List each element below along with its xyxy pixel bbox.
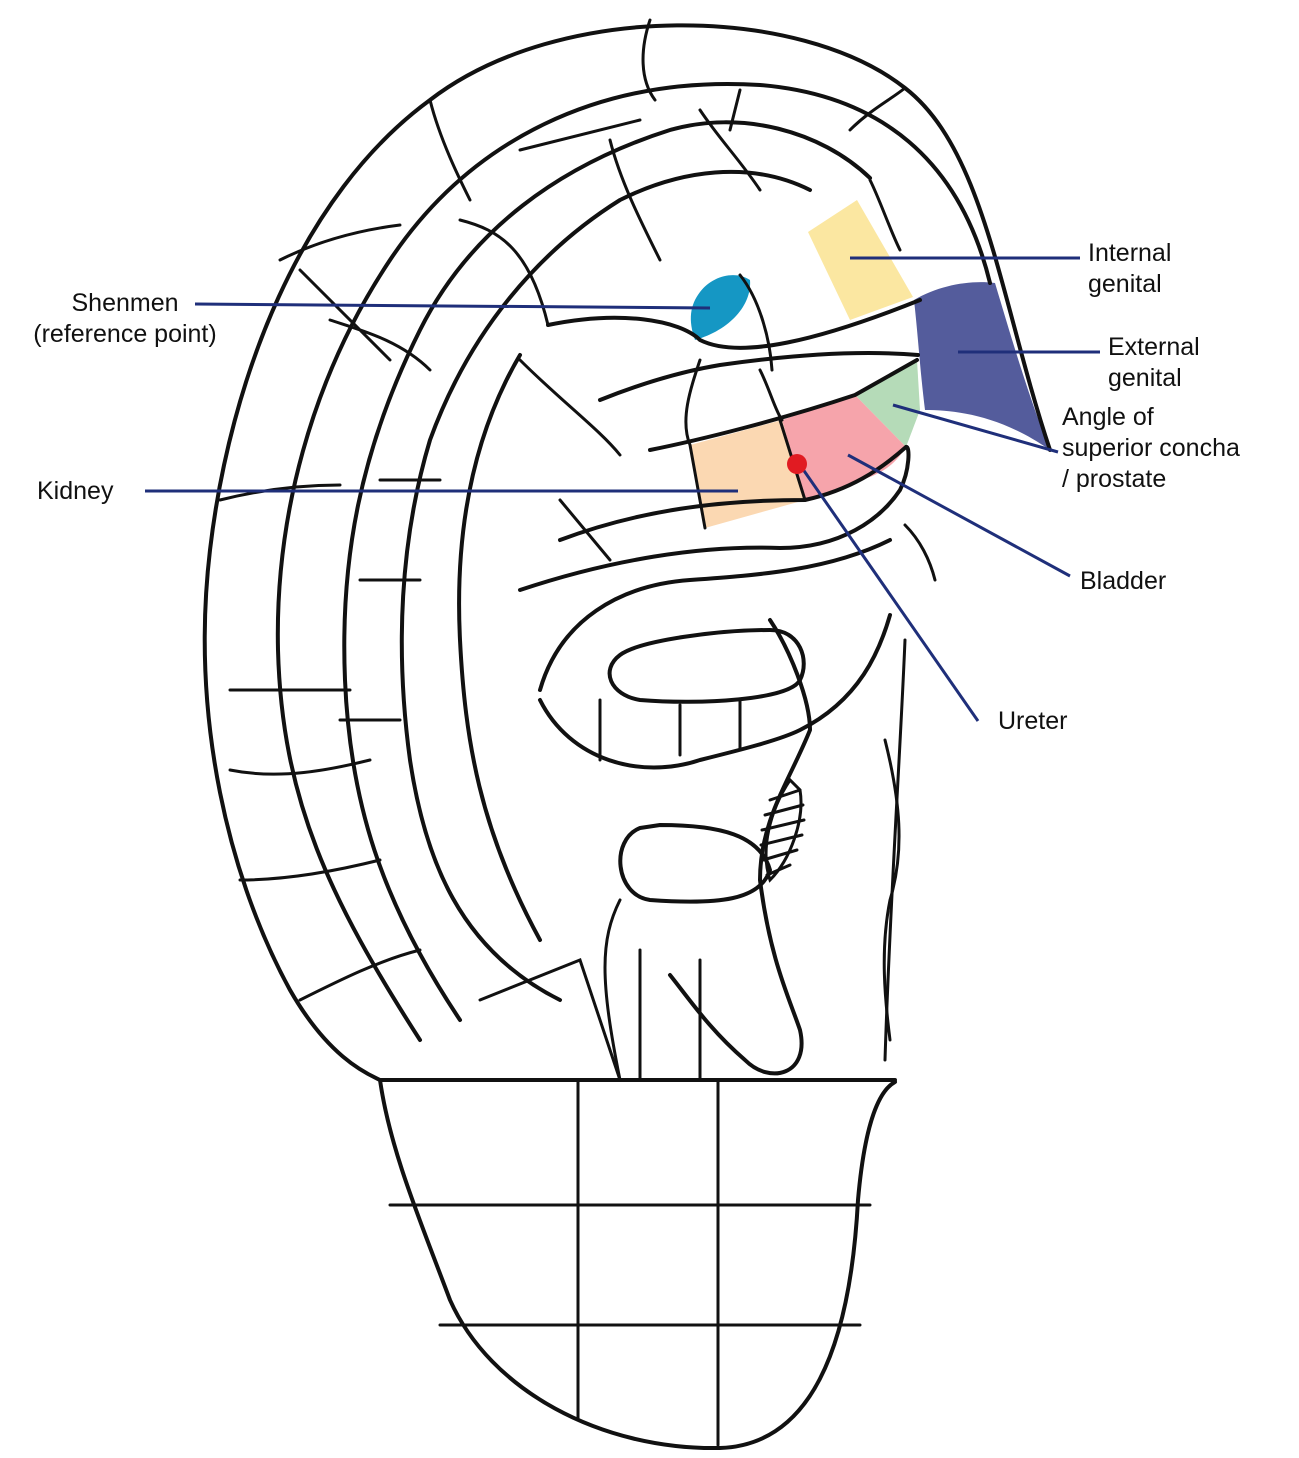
label-kidney: Kidney (37, 477, 114, 505)
leader-bladder (847, 453, 1071, 578)
tragus-outline (668, 618, 812, 1076)
cymba-contour (648, 358, 919, 452)
concha-lower (538, 538, 892, 692)
leader-ureter (798, 464, 980, 722)
leader-shenmen (194, 302, 711, 310)
tragus-lobe (607, 628, 806, 704)
zone-shenmen (690, 275, 751, 340)
superior-crus-top (546, 298, 922, 350)
face-line-1 (883, 638, 907, 1062)
zone-internal-genital (808, 200, 913, 320)
leader-angle-superior-concha (892, 403, 1059, 454)
face-line-2 (882, 738, 901, 1042)
hatch-lines (759, 788, 806, 877)
antihelix-band-deep (457, 353, 542, 942)
ureter-marker (787, 454, 807, 474)
antihelix-band-inner (399, 169, 812, 1002)
zone-external-genital (914, 282, 1050, 450)
antitragus-contour (538, 613, 892, 770)
label-ureter: Ureter (998, 707, 1068, 735)
intertragic-notch (618, 823, 772, 904)
helix-inner-rim (275, 82, 992, 1042)
zone-angle-superior-concha (855, 360, 920, 447)
label-shenmen: Shenmen (reference point) (33, 289, 217, 348)
lobe-grid (388, 958, 872, 1447)
label-angle-superior-concha: Angle of superior concha / prostate (1062, 403, 1240, 493)
label-external-genital: External genital (1108, 333, 1200, 392)
cymba-lower-contour (558, 445, 908, 542)
helix-crus (518, 444, 911, 592)
label-bladder: Bladder (1080, 567, 1167, 595)
label-internal-genital: Internal genital (1088, 239, 1172, 298)
division-lines (218, 18, 907, 1082)
antihelix-band-outer (342, 120, 872, 1022)
concha-curl (903, 523, 937, 582)
zone-bladder (782, 395, 906, 500)
ear-outer-contour (202, 23, 1052, 1451)
superior-crus-bottom (598, 351, 920, 402)
